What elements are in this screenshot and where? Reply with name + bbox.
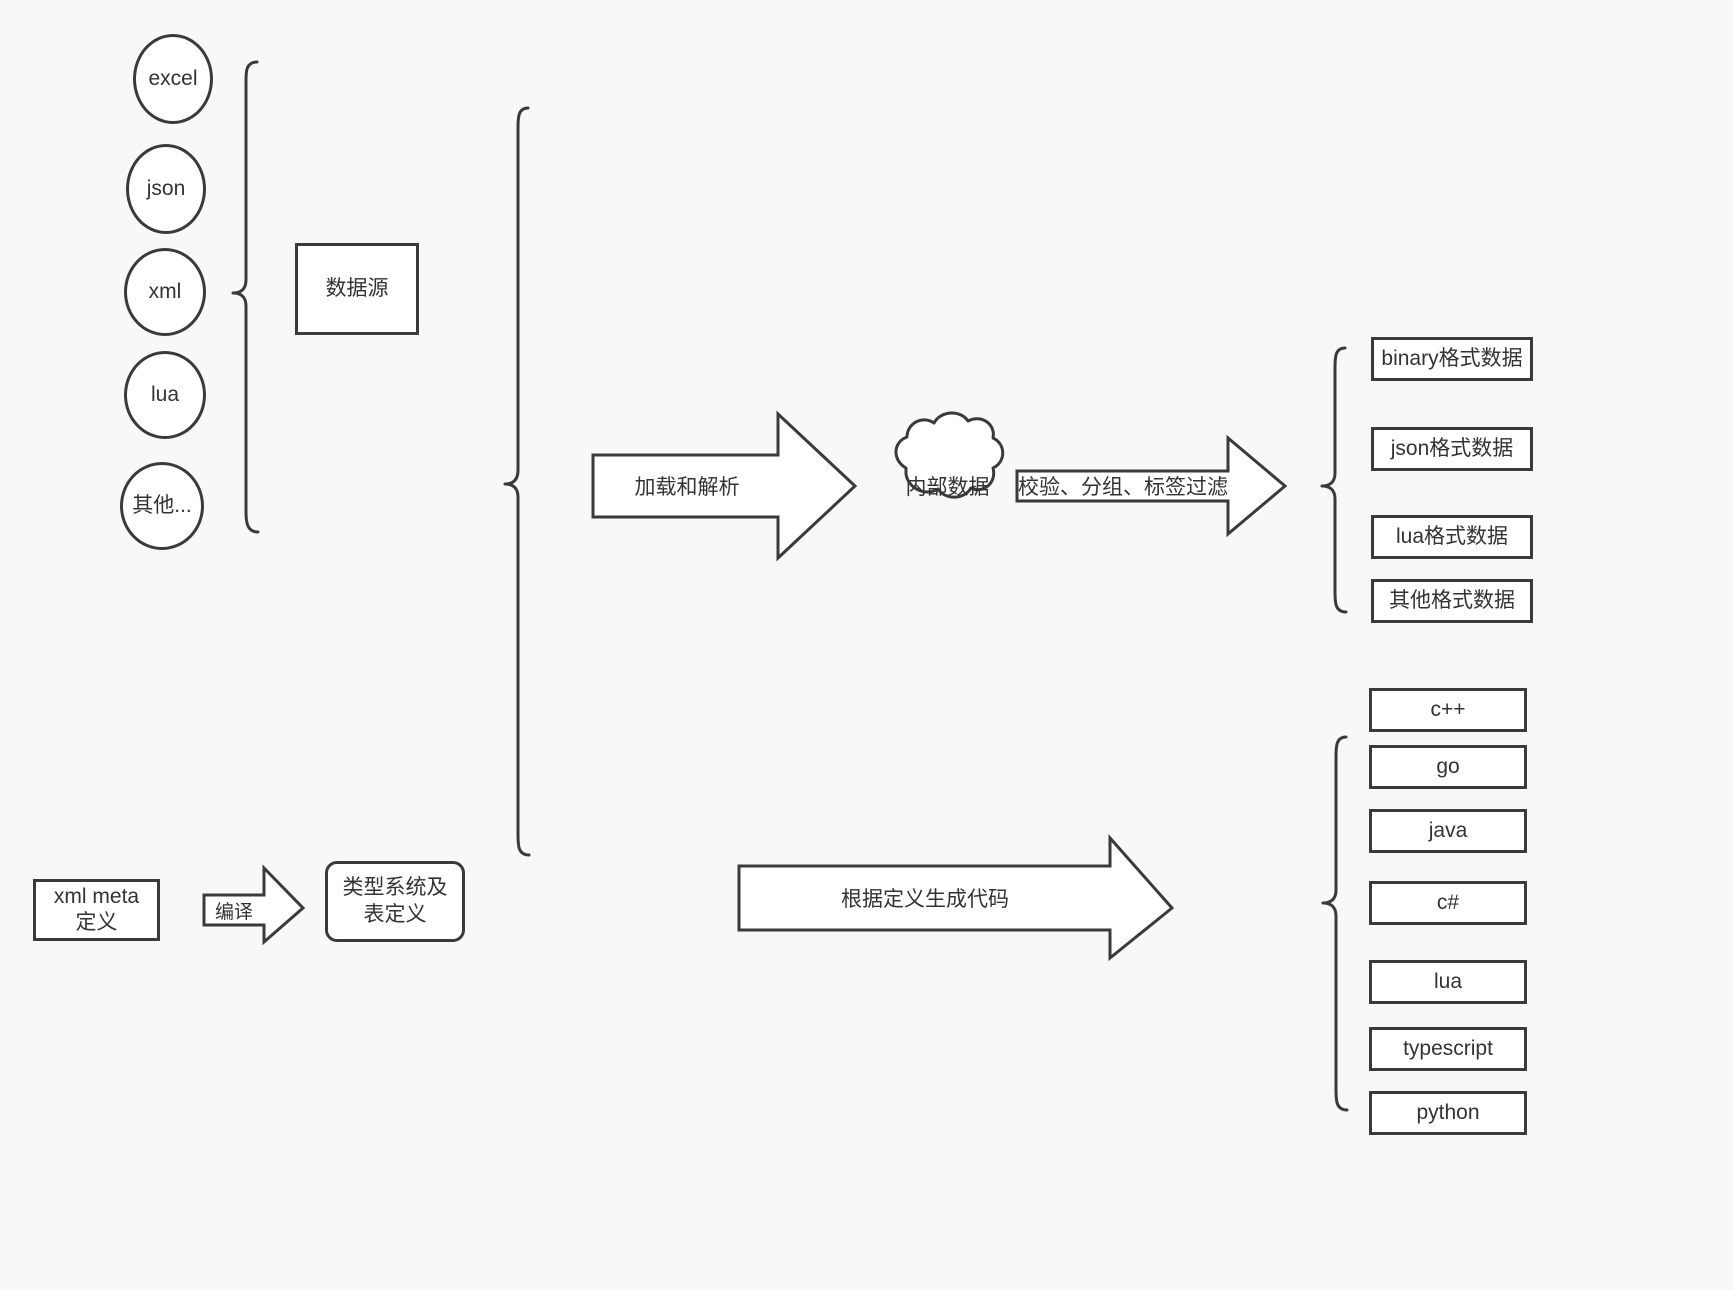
output-language-python[interactable]: python [1369, 1091, 1527, 1135]
data-source-group-box[interactable]: 数据源 [295, 243, 419, 335]
output-language-typescript[interactable]: typescript [1369, 1027, 1527, 1071]
data-source-excel[interactable]: excel [133, 34, 213, 124]
output-language-brace [1321, 735, 1349, 1112]
output-language-java[interactable]: java [1369, 809, 1527, 853]
validate-filter-arrow [1015, 434, 1288, 538]
data-source-group-label: 数据源 [325, 276, 389, 300]
xml-meta-definition-box[interactable]: xml meta定义 [33, 879, 160, 941]
output-language-cpp-label: c++ [1430, 697, 1466, 721]
type-system-label: 类型系统及表定义 [342, 876, 448, 926]
data-source-brace [231, 60, 260, 534]
data-source-other-label: 其他... [132, 493, 192, 517]
output-format-binary-label: binary格式数据 [1381, 346, 1523, 370]
data-source-other[interactable]: 其他... [120, 462, 204, 550]
output-language-csharp[interactable]: c# [1369, 881, 1527, 925]
output-format-json[interactable]: json格式数据 [1371, 427, 1533, 471]
xml-meta-definition-label: xml meta定义 [53, 884, 140, 934]
codegen-arrow [737, 834, 1175, 962]
output-format-binary[interactable]: binary格式数据 [1371, 337, 1533, 381]
output-format-json-label: json格式数据 [1390, 436, 1514, 460]
data-source-json[interactable]: json [126, 144, 206, 234]
compile-arrow [202, 864, 306, 946]
output-format-lua[interactable]: lua格式数据 [1371, 515, 1533, 559]
load-parse-arrow [591, 410, 858, 562]
data-source-excel-label: excel [148, 66, 198, 90]
output-language-typescript-label: typescript [1403, 1036, 1493, 1060]
data-source-lua-label: lua [150, 382, 180, 406]
output-language-lua-label: lua [1433, 969, 1463, 993]
output-language-cpp[interactable]: c++ [1369, 688, 1527, 732]
data-source-xml-label: xml [148, 279, 182, 303]
output-language-csharp-label: c# [1436, 890, 1460, 914]
output-language-java-label: java [1428, 818, 1468, 842]
output-format-brace [1320, 346, 1348, 614]
type-system-box[interactable]: 类型系统及表定义 [325, 861, 465, 942]
output-language-go[interactable]: go [1369, 745, 1527, 789]
output-format-lua-label: lua格式数据 [1395, 524, 1509, 548]
data-source-lua[interactable]: lua [124, 351, 206, 439]
output-format-other-label: 其他格式数据 [1389, 588, 1515, 612]
internal-data-cloud [894, 411, 1005, 499]
output-language-python-label: python [1416, 1100, 1480, 1124]
data-source-json-label: json [146, 176, 186, 200]
output-language-lua[interactable]: lua [1369, 960, 1527, 1004]
data-source-xml[interactable]: xml [124, 248, 206, 336]
pipeline-input-brace [503, 106, 531, 857]
output-format-other[interactable]: 其他格式数据 [1371, 579, 1533, 623]
output-language-go-label: go [1436, 754, 1460, 778]
